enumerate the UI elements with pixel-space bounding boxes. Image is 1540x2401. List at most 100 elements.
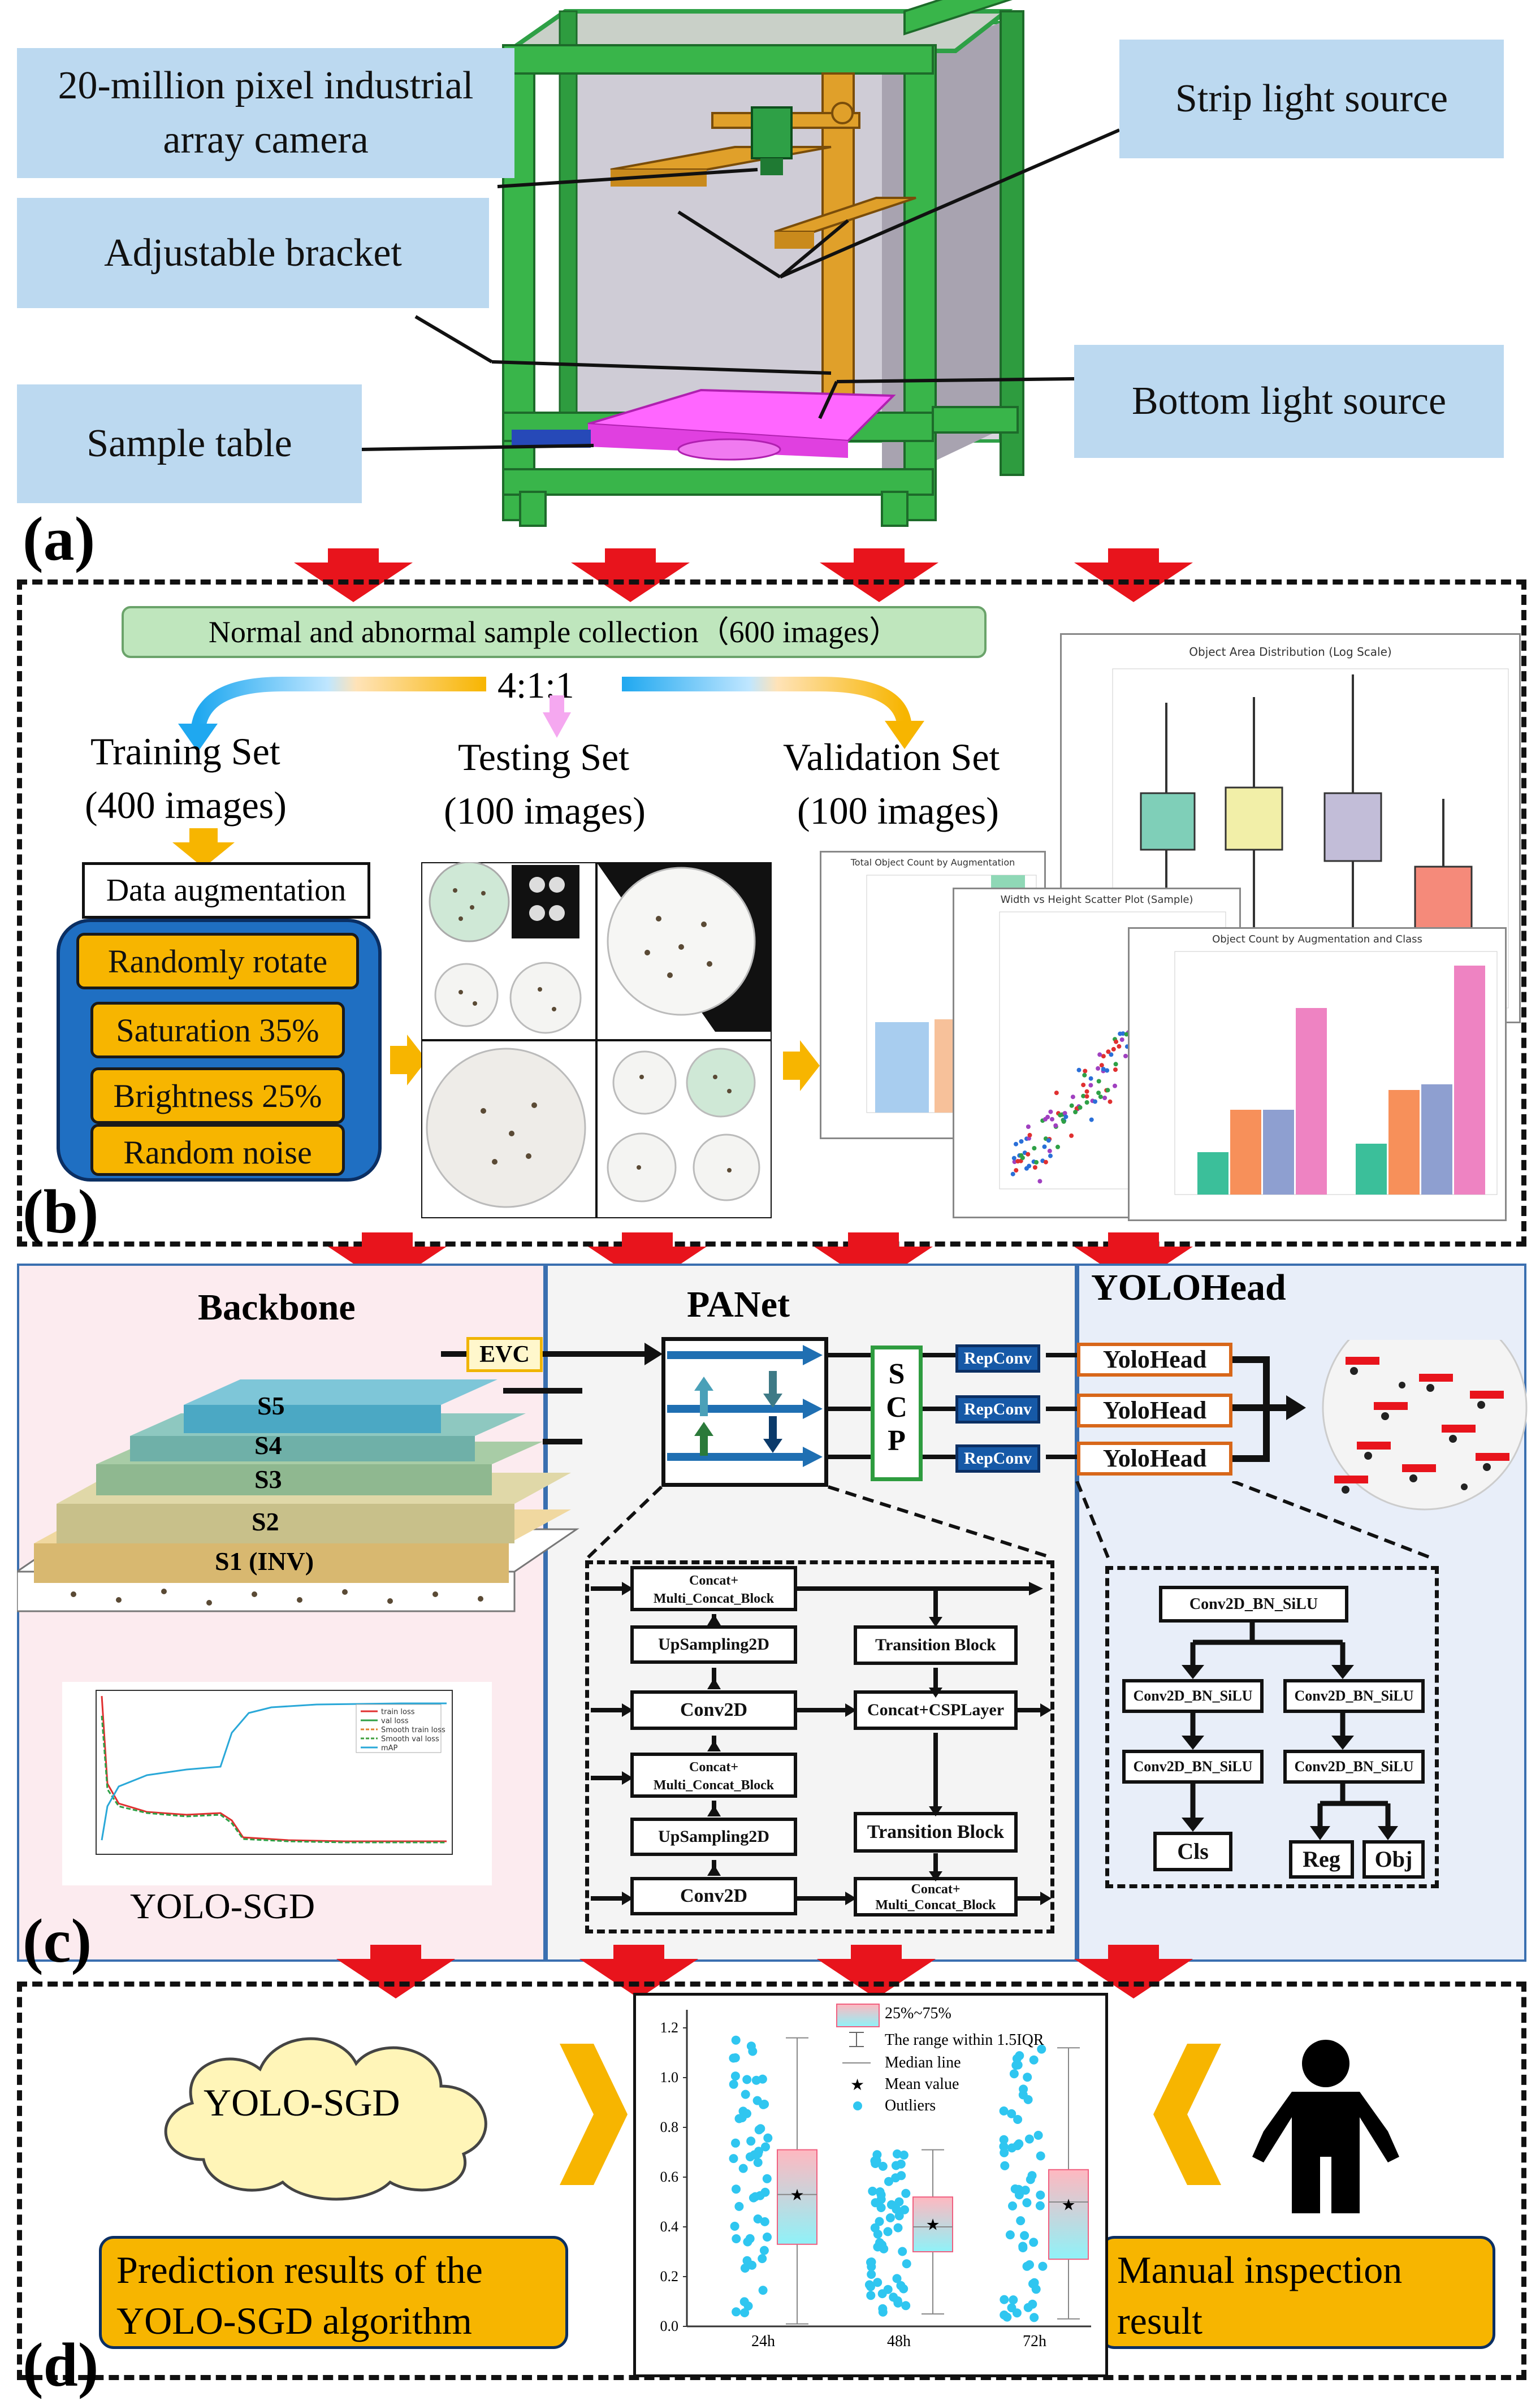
collection-banner: Normal and abnormal sample collection（60… [122,606,987,658]
prediction-box: Prediction results of the YOLO-SGD algor… [99,2236,568,2349]
outlier-point [753,2158,763,2168]
scatter-point [1019,1139,1024,1144]
outlier-point [896,2281,906,2290]
evc-arrow [543,1343,663,1365]
scatter-point [1082,1072,1087,1078]
outlier-point [901,2188,911,2198]
outlier-point [742,2256,752,2265]
callout-camera: 20-million pixel industrial array camera [17,48,514,178]
scatter-point [1037,1179,1042,1184]
down-arrow-icon [294,548,413,602]
panet-detail-frame [585,1560,1054,1933]
concat-multi-block-2: Concat+ Multi_Concat_Block [630,1753,797,1798]
panet-detail-arrows [591,1582,1052,1905]
outlier-point [1000,2161,1010,2170]
repconv-2: RepConv [955,1395,1040,1424]
validation-set-count: (100 images) [797,789,999,832]
testing-set-count: (100 images) [444,789,646,832]
callout-bracket: Adjustable bracket [17,198,489,308]
layer-s5: S5 [257,1391,285,1420]
outlier-point [873,2278,883,2287]
outlier-point [754,2125,764,2135]
outlier-point [734,2201,744,2211]
outlier-point [900,2205,909,2214]
box [912,2196,953,2253]
outlier-point [746,2136,756,2146]
outlier-point [1005,2230,1015,2240]
outlier-point [1036,2190,1045,2200]
yolohead-title: YOLOHead [1091,1267,1286,1308]
upsampling-2: UpSampling2D [630,1818,797,1856]
panel-d-letter: (d) [23,2330,99,2399]
arrows-a-b [294,548,1193,602]
loss-caption: YOLO-SGD [130,1886,315,1926]
scatter-point [1105,1068,1110,1073]
down-arrow-icon [1074,1232,1193,1286]
outlier-point [1022,2198,1032,2208]
outlier-point [883,2227,893,2236]
outlier-point [1038,2261,1048,2271]
panel-d-frame [17,1982,1526,2380]
cloud-shape [164,2037,487,2201]
panel-c-letter: (c) [23,1906,92,1975]
augmentation-title: Data augmentation [82,862,370,919]
x-tick-label: 24h [751,2333,775,2350]
scatter-point [1058,1113,1063,1118]
scatter-point [1062,1111,1067,1116]
scatter-point [1061,1119,1066,1124]
scatter-point [1117,1044,1122,1049]
layer-s1: S1 (INV) [215,1547,314,1576]
scatter-point [1093,1099,1097,1104]
scatter-point [1063,1114,1069,1119]
outlier-point [1000,2310,1009,2320]
manual-box: Manual inspection result [1100,2236,1495,2349]
scatter-point [1081,1083,1086,1088]
chart-object-area-title: Object Area Distribution (Log Scale) [1189,645,1392,659]
yolohead-3: YoloHead [1077,1442,1232,1476]
mean-marker: ★ [925,2216,940,2234]
outlier-point [871,2198,880,2208]
outlier-point [999,2135,1009,2144]
split-arrows [178,677,924,752]
outlier-point [758,2286,768,2295]
outlier-point [746,2041,756,2051]
outlier-point [762,2174,772,2183]
outlier-point [1031,2285,1041,2294]
outlier-point [1009,2295,1018,2305]
head-conv-right-1: Conv2D_BN_SiLU [1283,1679,1425,1713]
outlier-point [1033,2131,1043,2140]
outlier-point [729,2079,738,2089]
callout-strip-light: Strip light source [1119,40,1504,158]
layer-s3: S3 [254,1465,282,1494]
outlier-point [1012,2308,1022,2318]
down-arrow-icon [1074,548,1193,602]
outlier-point [1035,2201,1045,2210]
outlier-point [729,2154,738,2164]
outlier-point [875,2238,884,2247]
arrows-c-d [336,1945,1193,1998]
outlier-point [873,2229,883,2239]
panel-a-letter: (a) [23,504,96,573]
aug-noise: Random noise [90,1124,345,1176]
scatter-point [1101,1067,1106,1072]
training-set-title: Training Set [90,730,280,773]
scatter-point [1015,1159,1020,1163]
outlier-point [1036,2151,1045,2161]
loss-legend-smooth-val: Smooth val loss [381,1735,439,1744]
y-tick-label: 0.0 [660,2318,679,2334]
down-arrow-icon [1074,1945,1193,1998]
loss-legend-map: mAP [381,1744,398,1753]
arrows-b-c [328,1232,1193,1286]
down-arrow-icon [814,1232,933,1286]
y-tick-label: 0.4 [660,2218,679,2235]
scatter-point [1098,1094,1103,1100]
down-arrow-icon [817,1945,936,1998]
scatter-point [1113,1083,1117,1088]
scatter-point [1097,1052,1102,1057]
y-tick-label: 1.0 [660,2069,679,2086]
scatter-point [1106,1049,1111,1054]
conv2d-1: Conv2D [630,1690,797,1730]
outlier-point [1024,2134,1034,2144]
outlier-point [763,2233,772,2242]
